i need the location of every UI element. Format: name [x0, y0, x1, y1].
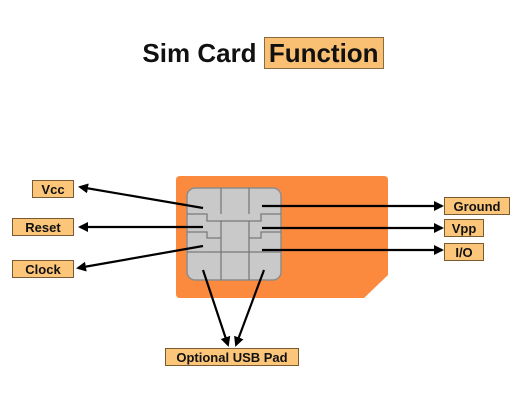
arrow-usb-left — [201, 269, 231, 347]
title-highlight: Function — [263, 37, 384, 69]
arrow-clock — [76, 244, 204, 272]
label-reset: Reset — [12, 218, 74, 236]
label-optional-usb-pad: Optional USB Pad — [165, 348, 299, 366]
label-io: I/O — [444, 243, 484, 261]
title-prefix: Sim Card — [142, 38, 257, 68]
label-vcc: Vcc — [32, 180, 74, 198]
label-ground: Ground — [444, 197, 510, 215]
arrow-vcc — [78, 183, 204, 210]
arrow-usb-right — [234, 269, 266, 347]
label-vpp: Vpp — [444, 219, 484, 237]
page-title: Sim Card Function — [0, 37, 526, 69]
label-clock: Clock — [12, 260, 74, 278]
sim-chip — [186, 187, 282, 281]
